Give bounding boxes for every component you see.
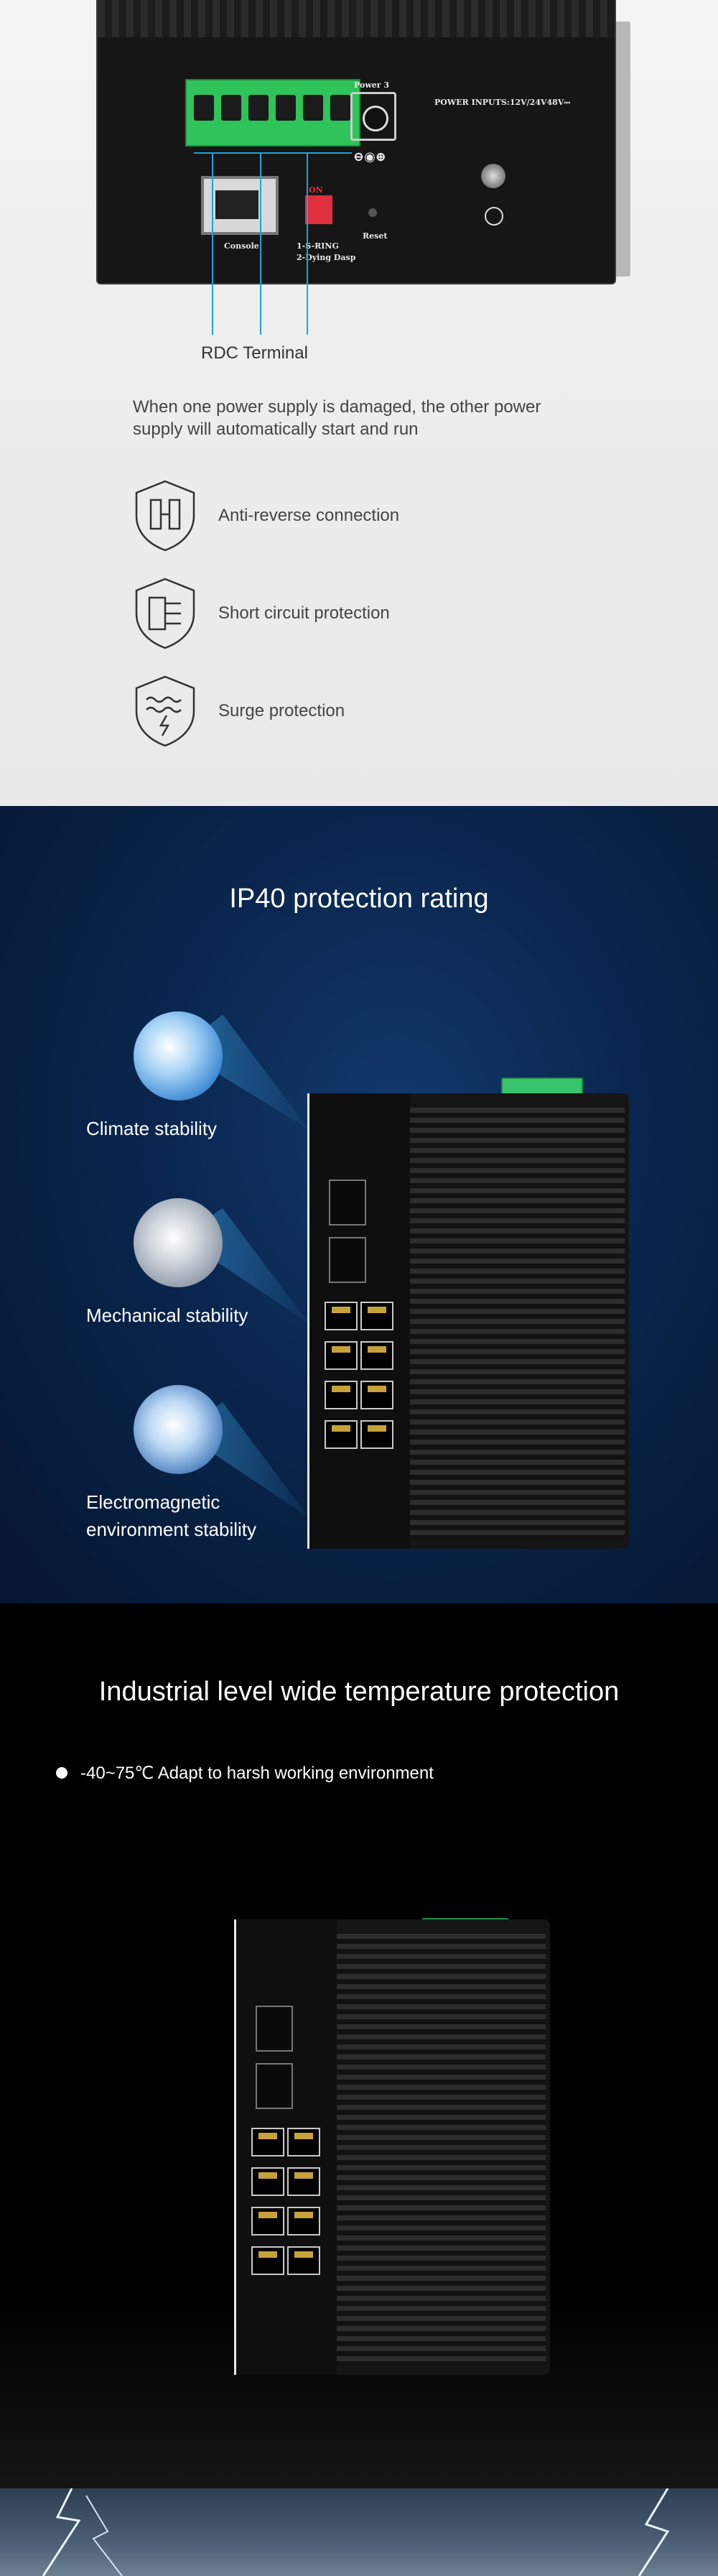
dip-mode-label: 1-S-RING (297, 241, 339, 251)
climate-label: Climate stability (86, 1118, 218, 1139)
temperature-bullet: -40~75℃ Adapt to harsh working environme… (80, 1764, 434, 1783)
mechanical-label: Mechanical stability (86, 1305, 248, 1326)
device-front (234, 1919, 337, 2375)
switch-device-2 (234, 1919, 550, 2375)
power3-barrel-jack (350, 92, 396, 141)
callout-line-2 (260, 152, 261, 335)
ground-screw (481, 164, 505, 188)
feature-label: Anti-reverse connection (218, 506, 400, 525)
electromagnetic-label: Electromagnetic environment stability (86, 1491, 256, 1540)
device-side-rail (613, 22, 630, 277)
gear-icon (134, 1198, 223, 1287)
power-section: Power 3 POWER INPUTS:12V/24V48V⎓ ⊖◉⊕ Con… (0, 0, 718, 806)
lightning-section (0, 2488, 718, 2576)
section-title: Industrial level wide temperature protec… (98, 1677, 620, 1707)
heat-sink-ribs (98, 0, 615, 37)
rdc-terminal-label: RDC Terminal (201, 343, 308, 363)
section-title: IP40 protection rating (229, 884, 489, 914)
electromagnetic-icon (134, 1385, 223, 1474)
reset-hole (368, 208, 377, 217)
short-circuit-shield-icon (135, 578, 195, 649)
reset-label: Reset (363, 231, 388, 241)
callout-line-3 (307, 152, 308, 335)
switch-device (307, 1093, 629, 1549)
dip-on-label: ON (309, 185, 323, 195)
feature-anti-reverse: Anti-reverse connection (134, 478, 636, 557)
callout-line-1 (212, 152, 213, 335)
sky-cloud-icon (134, 1011, 223, 1101)
dip-mode2-label: 2-Dying Dasp (297, 253, 356, 262)
device-front (307, 1093, 410, 1549)
polarity-symbol: ⊖◉⊕ (353, 149, 386, 165)
callout-bracket (194, 152, 352, 154)
feature-label: Surge protection (218, 701, 345, 721)
feature-short-circuit: Short circuit protection (134, 576, 636, 655)
ground-icon (485, 207, 503, 226)
ip40-section: IP40 protection rating Climate stability… (0, 806, 718, 1603)
power3-label: Power 3 (354, 80, 390, 90)
lightning-icon (42, 2488, 670, 2576)
console-label: Console (224, 241, 259, 251)
surge-shield-icon (135, 675, 195, 747)
feature-surge: Surge protection (134, 674, 636, 753)
console-port (201, 176, 279, 235)
green-terminal-block (185, 79, 360, 147)
anti-reverse-shield-icon (135, 480, 195, 552)
redundancy-description: When one power supply is damaged, the ot… (133, 397, 541, 439)
dip-switch (305, 195, 332, 224)
power-inputs-label: POWER INPUTS:12V/24V48V⎓ (434, 98, 571, 107)
bullet-dot (56, 1767, 67, 1779)
temperature-section: Industrial level wide temperature protec… (0, 1603, 718, 2488)
feature-label: Short circuit protection (218, 603, 390, 623)
